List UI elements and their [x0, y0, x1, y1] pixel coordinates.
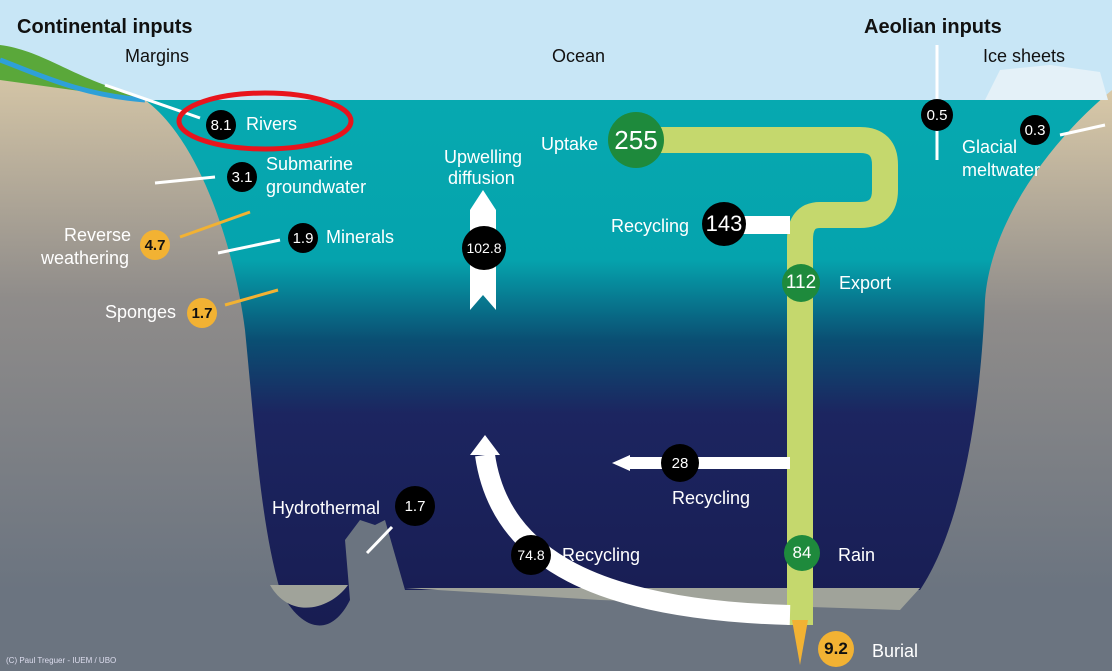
export-value: 112 [782, 264, 820, 302]
upwelling-label-1: Upwelling [444, 147, 523, 167]
minerals-label: Minerals [326, 227, 395, 247]
ocean-label: Ocean [552, 46, 606, 66]
groundwater-label-1: Submarine [266, 154, 354, 174]
recycling-mid-label: Recycling [672, 488, 751, 508]
sponges-label: Sponges [105, 302, 177, 322]
upwelling-value: 102.8 [462, 226, 506, 270]
aeolian-inputs-title: Aeolian inputs [864, 16, 1002, 38]
rivers-value: 8.1 [206, 110, 236, 140]
groundwater-value: 3.1 [227, 162, 257, 192]
sponges-value: 1.7 [187, 298, 217, 328]
export-label: Export [839, 273, 892, 293]
biological-pump-pipe [650, 127, 898, 625]
reverse-weathering-value: 4.7 [140, 230, 170, 260]
river [0, 57, 146, 103]
rivers-label: Rivers [246, 114, 298, 134]
recycling-surface-value: 143 [702, 202, 746, 246]
glacial-label-1: Glacial [962, 137, 1018, 157]
rivers-highlight-circle [176, 90, 354, 152]
rain-label: Rain [838, 545, 876, 565]
reverse-weathering-label-2: weathering [41, 248, 130, 268]
uptake-value: 255 [608, 112, 664, 168]
aeolian-value: 0.5 [921, 99, 953, 131]
burial-arrow [792, 620, 808, 665]
ice-sheet [985, 65, 1108, 100]
left-margin [0, 60, 280, 590]
recycling-surface-label: Recycling [611, 216, 690, 236]
hydrothermal-value: 1.7 [395, 486, 435, 526]
burial-label: Burial [872, 641, 919, 661]
right-margin [920, 90, 1112, 590]
continental-inputs-title: Continental inputs [17, 16, 193, 38]
glacial-label-2: meltwater [962, 160, 1041, 180]
minerals-value: 1.9 [288, 223, 318, 253]
glacial-value: 0.3 [1020, 115, 1050, 145]
margins-label: Margins [125, 46, 190, 66]
deep-recycling-arrow [475, 453, 791, 625]
copyright: (C) Paul Treguer - IUEM / UBO [6, 656, 117, 665]
upwelling-label-2: diffusion [448, 168, 515, 188]
rain-value: 84 [784, 535, 820, 571]
burial-value: 9.2 [818, 631, 854, 667]
reverse-weathering-label-1: Reverse [64, 225, 132, 245]
recycling-mid-value: 28 [661, 444, 699, 482]
ice-sheets-label: Ice sheets [983, 46, 1066, 66]
groundwater-label-2: groundwater [266, 177, 367, 197]
recycling-deep-label: Recycling [562, 545, 641, 565]
recycling-deep-value: 74.8 [511, 535, 551, 575]
uptake-label: Uptake [541, 134, 599, 154]
hydrothermal-label: Hydrothermal [272, 498, 381, 518]
